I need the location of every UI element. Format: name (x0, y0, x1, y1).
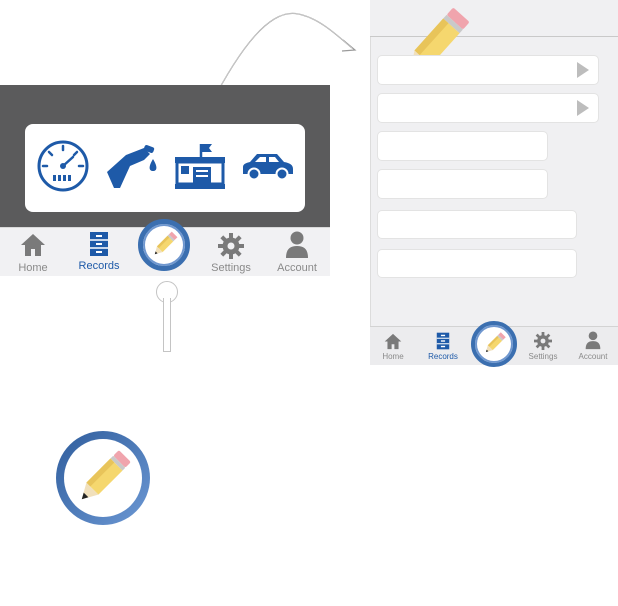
play-arrow-icon (577, 62, 589, 78)
service-station-icon[interactable] (172, 140, 228, 192)
tab-settings[interactable]: Settings (526, 332, 560, 361)
tab-label-records: Records (428, 352, 458, 361)
tab-settings[interactable]: Settings (208, 233, 254, 274)
tab-label-settings: Settings (211, 262, 251, 274)
form-field-2[interactable] (377, 93, 599, 123)
pencil-icon (485, 332, 506, 353)
tab-account[interactable]: Account (274, 231, 320, 274)
add-record-button-large[interactable] (52, 428, 154, 528)
home-icon (384, 333, 402, 350)
form-field-5[interactable] (377, 210, 577, 239)
tab-home[interactable]: Home (14, 233, 52, 274)
gear-icon (534, 332, 552, 350)
form-field-1[interactable] (377, 55, 599, 85)
form-field-4[interactable] (377, 169, 548, 199)
tab-records[interactable]: Records (74, 231, 124, 272)
tab-account[interactable]: Account (575, 331, 611, 361)
tab-label-account: Account (578, 352, 608, 361)
tab-label-home: Home (18, 262, 48, 274)
connector-arrow (209, 12, 357, 107)
tab-home[interactable]: Home (378, 333, 408, 361)
tab-label-settings: Settings (528, 352, 558, 361)
play-arrow-icon (577, 100, 589, 116)
gear-icon (218, 233, 244, 259)
form-field-6[interactable] (377, 249, 577, 278)
car-icon[interactable] (240, 150, 296, 182)
tab-label-home: Home (382, 352, 404, 361)
tab-records[interactable]: Records (425, 332, 461, 361)
pencil-icon (56, 431, 150, 525)
new-record-header (370, 0, 618, 37)
add-record-button[interactable] (471, 321, 517, 367)
person-icon (585, 331, 601, 350)
person-icon (286, 231, 308, 258)
speedometer-icon[interactable] (36, 140, 90, 192)
fuel-pump-icon[interactable] (104, 142, 160, 190)
connector-stem (163, 298, 171, 352)
add-record-button[interactable] (138, 219, 190, 271)
tab-bar-right: Home Records Settings (370, 326, 618, 365)
home-icon (21, 234, 45, 256)
tab-label-records: Records (78, 260, 120, 272)
tab-label-account: Account (277, 262, 317, 274)
record-category-card (25, 124, 305, 212)
file-cabinet-icon (436, 332, 450, 350)
file-cabinet-icon (90, 232, 108, 256)
form-field-3[interactable] (377, 131, 548, 161)
pencil-icon (154, 231, 178, 255)
